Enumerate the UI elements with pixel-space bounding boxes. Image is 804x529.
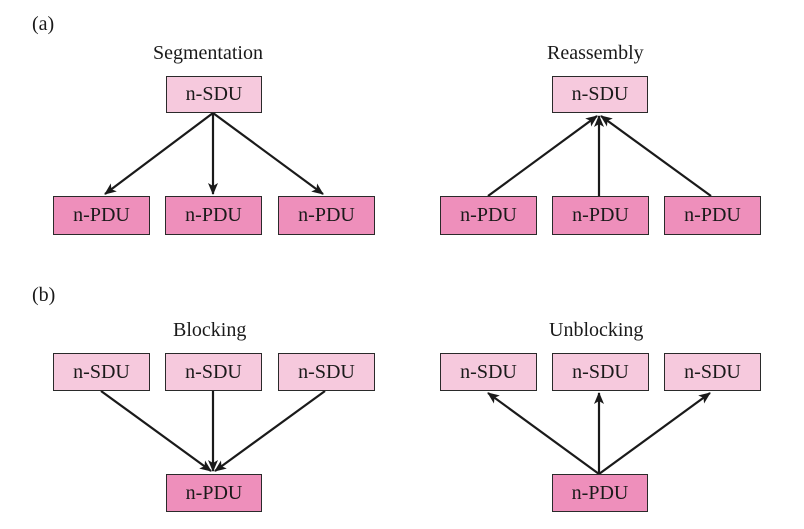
unblocking-pdu-box: n-PDU xyxy=(552,474,648,512)
part-a-label: (a) xyxy=(32,13,55,35)
unblocking-arrow-left xyxy=(487,392,600,475)
segmentation-pdu-box-2: n-PDU xyxy=(165,196,262,235)
segmentation-title: Segmentation xyxy=(153,42,263,64)
reassembly-sdu-box: n-SDU xyxy=(552,76,648,113)
reassembly-pdu-box-3: n-PDU xyxy=(664,196,761,235)
blocking-arrow-right xyxy=(214,390,326,472)
blocking-pdu-box: n-PDU xyxy=(166,474,262,512)
segmentation-arrow-left xyxy=(104,112,214,195)
blocking-sdu-box-3: n-SDU xyxy=(278,353,375,391)
blocking-title: Blocking xyxy=(173,319,247,341)
unblocking-sdu-box-1: n-SDU xyxy=(440,353,537,391)
reassembly-title: Reassembly xyxy=(547,42,644,64)
reassembly-pdu-box-2: n-PDU xyxy=(552,196,649,235)
part-b-label: (b) xyxy=(32,284,56,306)
segmentation-pdu-box-1: n-PDU xyxy=(53,196,150,235)
reassembly-arrow-right xyxy=(600,115,712,197)
unblocking-sdu-box-3: n-SDU xyxy=(664,353,761,391)
unblocking-arrow-right xyxy=(598,392,711,475)
reassembly-arrow-left xyxy=(487,115,598,197)
blocking-sdu-box-2: n-SDU xyxy=(165,353,262,391)
segmentation-sdu-box: n-SDU xyxy=(166,76,262,113)
blocking-sdu-box-1: n-SDU xyxy=(53,353,150,391)
unblocking-title: Unblocking xyxy=(549,319,644,341)
unblocking-sdu-box-2: n-SDU xyxy=(552,353,649,391)
segmentation-arrow-right xyxy=(212,112,324,195)
blocking-arrow-left xyxy=(100,390,212,472)
reassembly-pdu-box-1: n-PDU xyxy=(440,196,537,235)
segmentation-pdu-box-3: n-PDU xyxy=(278,196,375,235)
